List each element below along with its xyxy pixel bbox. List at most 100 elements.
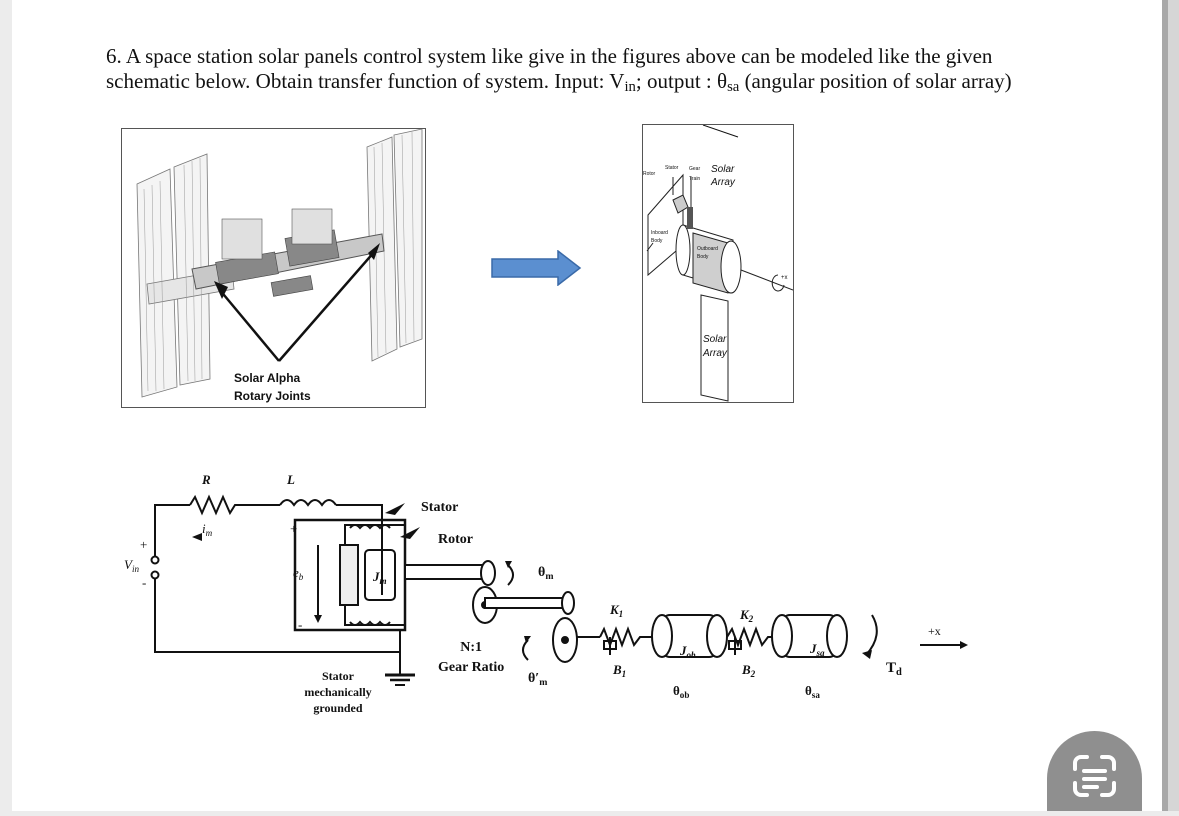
- vin-plus: +: [140, 537, 148, 552]
- k1-symbol: K: [610, 602, 619, 617]
- k2-label: K2: [740, 607, 754, 624]
- k2-sub: 2: [748, 614, 754, 624]
- right-arrow-icon: [491, 250, 582, 286]
- stator-ground-1: Stator: [322, 669, 354, 683]
- vin-minus: -: [142, 575, 147, 590]
- resistor-label: R: [202, 472, 211, 487]
- theta-sa-sub: sa: [811, 690, 820, 700]
- stator-label: Stator: [421, 500, 459, 515]
- iss-drawing: [136, 128, 423, 398]
- jsa-label: Jsa: [810, 641, 825, 658]
- joint-inboard-1: Inboard: [651, 230, 668, 236]
- problem-line-1: 6. A space station solar panels control …: [106, 44, 1066, 69]
- job-sub: ob: [686, 650, 696, 660]
- k2-symbol: K: [740, 607, 749, 622]
- joint-gear-label: Gear Train: [689, 164, 700, 184]
- iss-label: Solar Alpha Rotary Joints: [234, 369, 311, 405]
- theta-m-sub: m: [545, 571, 554, 582]
- joint-gear-2: Train: [689, 176, 701, 182]
- stator-ground-2: mechanically: [304, 685, 372, 699]
- problem-number: 6.: [106, 44, 122, 68]
- vin-sub: in: [131, 564, 140, 574]
- sub-in: in: [624, 79, 636, 95]
- joint-solar-top: Solar Array: [711, 163, 735, 189]
- b1-label: B1: [613, 662, 627, 679]
- iss-figure: Solar Alpha Rotary Joints: [121, 128, 426, 408]
- gear-ratio-label: N:1 Gear Ratio: [438, 638, 504, 678]
- current-label: im: [202, 521, 213, 538]
- current-symbol: i: [202, 521, 206, 536]
- joint-figure: Rotor Stator Gear Train Solar Array Inbo…: [642, 124, 794, 403]
- eb-label: eb: [293, 565, 304, 582]
- b1-sub: 1: [621, 669, 627, 679]
- joint-axis-label: +x: [781, 275, 788, 281]
- joint-solar-top-2: Array: [711, 177, 735, 188]
- problem-text-2c: (angular position of solar array): [739, 69, 1012, 93]
- theta-m-label: θm: [538, 565, 553, 581]
- joint-solar-bottom-2: Array: [703, 348, 727, 359]
- stator-ground-label: Stator mechanically grounded: [298, 668, 378, 716]
- gear-ratio-1: N:1: [460, 640, 482, 655]
- b1-symbol: B: [613, 662, 622, 677]
- scrollbar-track[interactable]: [1162, 0, 1168, 811]
- theta-ob-label: θob: [673, 683, 690, 700]
- joint-outboard-1: Outboard: [697, 246, 718, 252]
- k1-sub: 1: [618, 609, 624, 619]
- joint-stator-label: Stator: [665, 165, 679, 171]
- problem-text-1: A space station solar panels control sys…: [125, 44, 993, 68]
- joint-gear-1: Gear: [689, 166, 701, 172]
- joint-outboard-2: Body: [697, 254, 709, 260]
- sub-sa: sa: [727, 79, 740, 95]
- job-label: Job: [680, 643, 696, 660]
- jsa-symbol: J: [810, 641, 817, 656]
- schematic-drawing: [150, 494, 968, 686]
- current-sub: m: [205, 528, 213, 538]
- theta-mp-label: θ′m: [528, 671, 547, 687]
- jm-label: Jm: [373, 569, 387, 586]
- k1-label: K1: [610, 602, 624, 619]
- joint-rotor-label: Rotor: [643, 171, 656, 177]
- eb-sub: b: [298, 572, 304, 582]
- problem-statement: 6. A space station solar panels control …: [106, 44, 1066, 94]
- iss-label-1: Solar Alpha: [234, 371, 301, 385]
- text-scan-icon: [1073, 755, 1116, 797]
- theta-m-symbol: θ: [538, 565, 546, 580]
- b2-label: B2: [742, 662, 756, 679]
- scan-text-button[interactable]: [1047, 731, 1142, 811]
- b2-symbol: B: [742, 662, 751, 677]
- vin-label: Vin: [124, 557, 140, 574]
- iss-label-2: Rotary Joints: [234, 389, 311, 403]
- b2-sub: 2: [750, 669, 756, 679]
- joint-solar-top-1: Solar: [711, 164, 735, 175]
- stator-ground-3: grounded: [313, 701, 363, 715]
- td-label: Td: [886, 660, 902, 678]
- eb-minus: -: [298, 617, 303, 632]
- problem-text-2b: ; output : θ: [635, 69, 728, 93]
- theta-ob-symbol: θ: [673, 683, 680, 698]
- jm-sub: m: [379, 576, 387, 586]
- td-symbol: T: [886, 660, 897, 676]
- joint-drawing: [646, 124, 794, 402]
- plus-x-label: +x: [928, 624, 941, 638]
- theta-sa-label: θsa: [805, 683, 820, 700]
- inductor-label: L: [287, 472, 295, 487]
- theta-ob-sub: ob: [679, 690, 690, 700]
- gear-ratio-2: Gear Ratio: [438, 660, 505, 675]
- problem-line-2: schematic below. Obtain transfer functio…: [106, 69, 1066, 94]
- eb-plus: +: [290, 521, 298, 536]
- joint-outboard: Outboard Body: [697, 245, 718, 261]
- joint-solar-bottom-1: Solar: [703, 334, 727, 345]
- rotor-label: Rotor: [438, 532, 473, 547]
- joint-solar-bottom: Solar Array: [703, 333, 727, 361]
- theta-mp-sub: m: [539, 677, 548, 688]
- vin-symbol: V: [124, 557, 132, 572]
- jm-symbol: J: [373, 569, 380, 584]
- joint-inboard: Inboard Body: [651, 229, 668, 245]
- schematic-diagram: R L im Vin + - + - eb Jm Stator Rotor θm…: [110, 465, 1070, 725]
- eb-symbol: e: [293, 565, 299, 580]
- job-symbol: J: [680, 643, 687, 658]
- theta-sa-symbol: θ: [805, 683, 812, 698]
- window-edge: [1162, 0, 1179, 811]
- joint-inboard-2: Body: [651, 238, 663, 244]
- theta-mp-symbol: θ′: [528, 671, 540, 686]
